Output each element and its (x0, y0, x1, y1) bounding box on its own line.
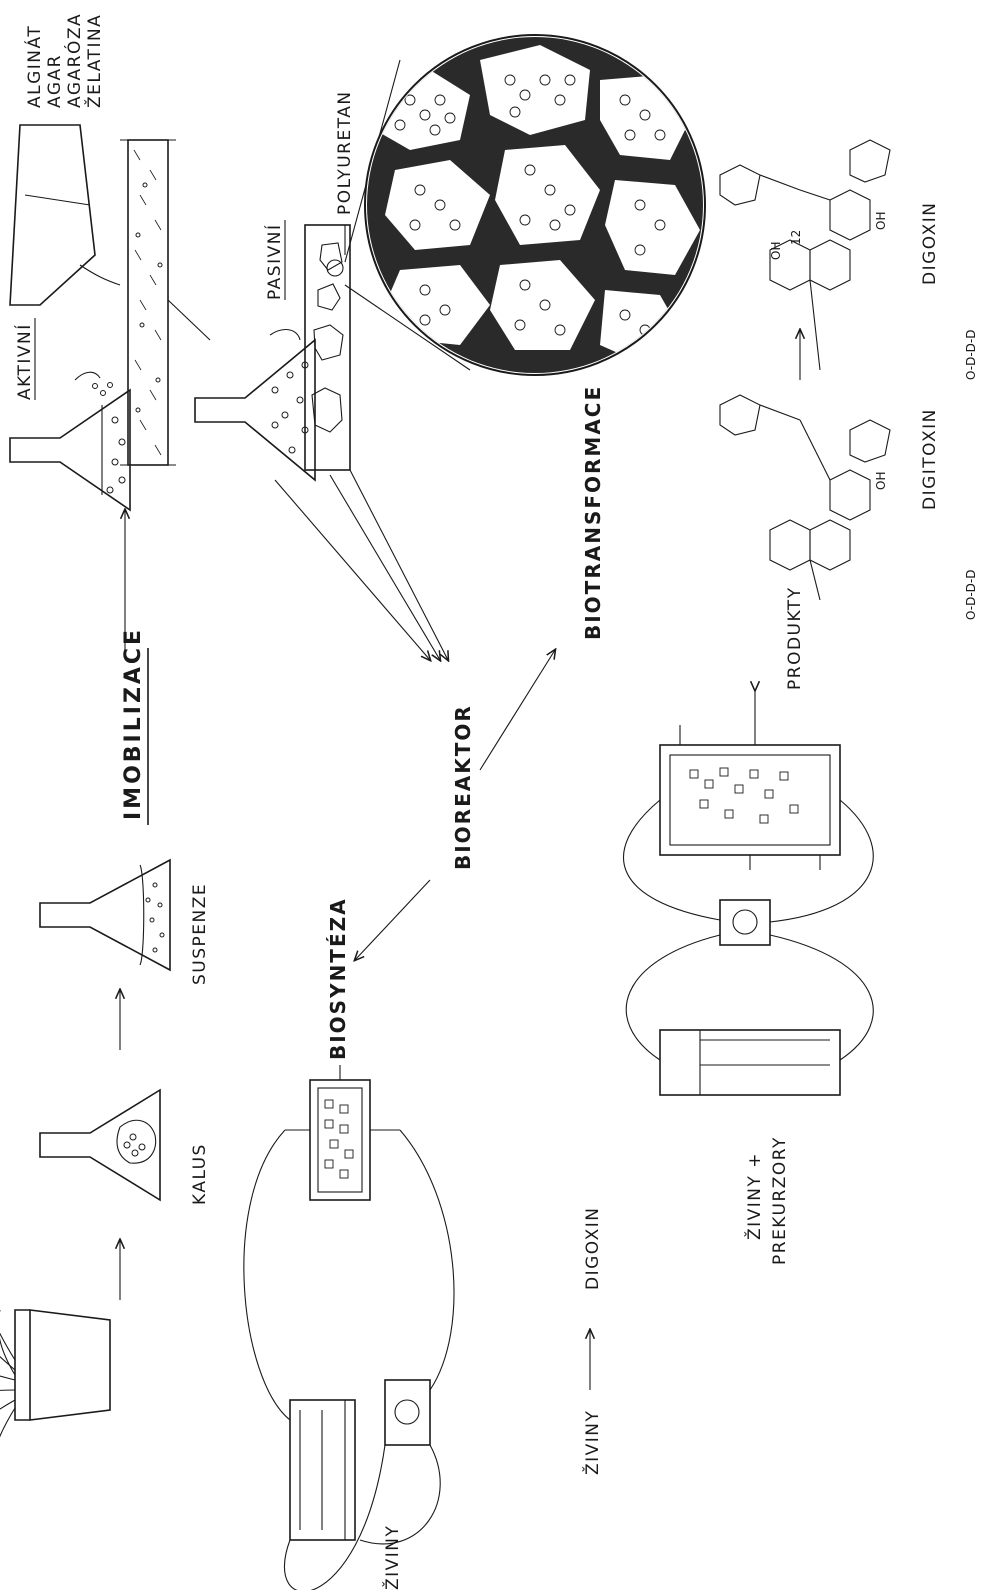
arrow-to-biotransformace (480, 650, 555, 770)
produkty-label: PRODUKTY (785, 586, 805, 690)
biosynthesis-reactor-icon (244, 1065, 454, 1590)
biosynteza-label: BIOSYNTÉZA (326, 897, 350, 1060)
bead-flask-icon (195, 340, 315, 480)
digoxin-oh-1-label: OH (769, 242, 783, 260)
foam-column-icon (305, 225, 350, 470)
imobilizace-label: IMOBILIZACE (121, 627, 146, 820)
ziviny-mid-label: ŽIVINY (581, 1410, 603, 1475)
aktivni-label: AKTIVNÍ (13, 323, 35, 400)
ziviny-left-label: ŽIVINY (381, 1525, 403, 1590)
magnified-foam-icon (365, 35, 705, 375)
digitoxin-structure-icon (720, 395, 890, 600)
connector-column-flask (168, 300, 210, 340)
pour-stream-2 (270, 330, 300, 340)
gel-container-icon (10, 125, 120, 305)
zelatina-label: ŽELATINA (83, 14, 105, 108)
digoxin-structure-label: DIGOXIN (920, 202, 940, 285)
arrow-passive-to-bioreaktor-1 (330, 475, 440, 660)
agaroza-label: AGARÓZA (63, 13, 85, 108)
ziviny-plus-label: ŽIVINY + (743, 1152, 765, 1240)
plant-icon (0, 1260, 110, 1500)
digoxin-structure-icon (720, 140, 890, 370)
digoxin-c12-label: 12 (789, 230, 803, 245)
prekurzory-label: PREKURZORY (770, 1136, 790, 1265)
alginat-label: ALGINÁT (23, 25, 45, 108)
digitoxin-label: DIGITOXIN (920, 408, 940, 510)
suspenze-label: SUSPENZE (190, 883, 210, 985)
agar-label: AGAR (45, 54, 65, 108)
digoxin-product-label: DIGOXIN (583, 1207, 603, 1290)
kalus-flask-icon (40, 1090, 160, 1200)
digoxin-sugar-label: O-D-D-D (964, 330, 978, 381)
digoxin-oh-2-label: OH (874, 212, 888, 230)
polyuretan-label: POLYURETAN (335, 90, 355, 215)
pour-stream (75, 372, 100, 380)
arrow-to-biosynteza (355, 880, 430, 960)
digitoxin-sugar-label: O-D-D-D (964, 570, 978, 621)
suspenze-flask-icon (40, 860, 170, 970)
biotransformace-label: BIOTRANSFORMACE (581, 385, 605, 640)
arrow-active-to-bioreaktor (275, 480, 430, 660)
biotransformation-reactor-icon (624, 690, 874, 1095)
arrow-passive-to-bioreaktor-2 (350, 470, 448, 660)
pasivni-label: PASIVNÍ (263, 224, 285, 300)
gel-column-icon (120, 140, 176, 465)
digitoxin-oh-label: OH (874, 472, 888, 490)
bioreaktor-label: BIOREAKTOR (451, 704, 475, 870)
kalus-label: KALUS (190, 1143, 210, 1205)
active-flask-icon (10, 390, 130, 510)
